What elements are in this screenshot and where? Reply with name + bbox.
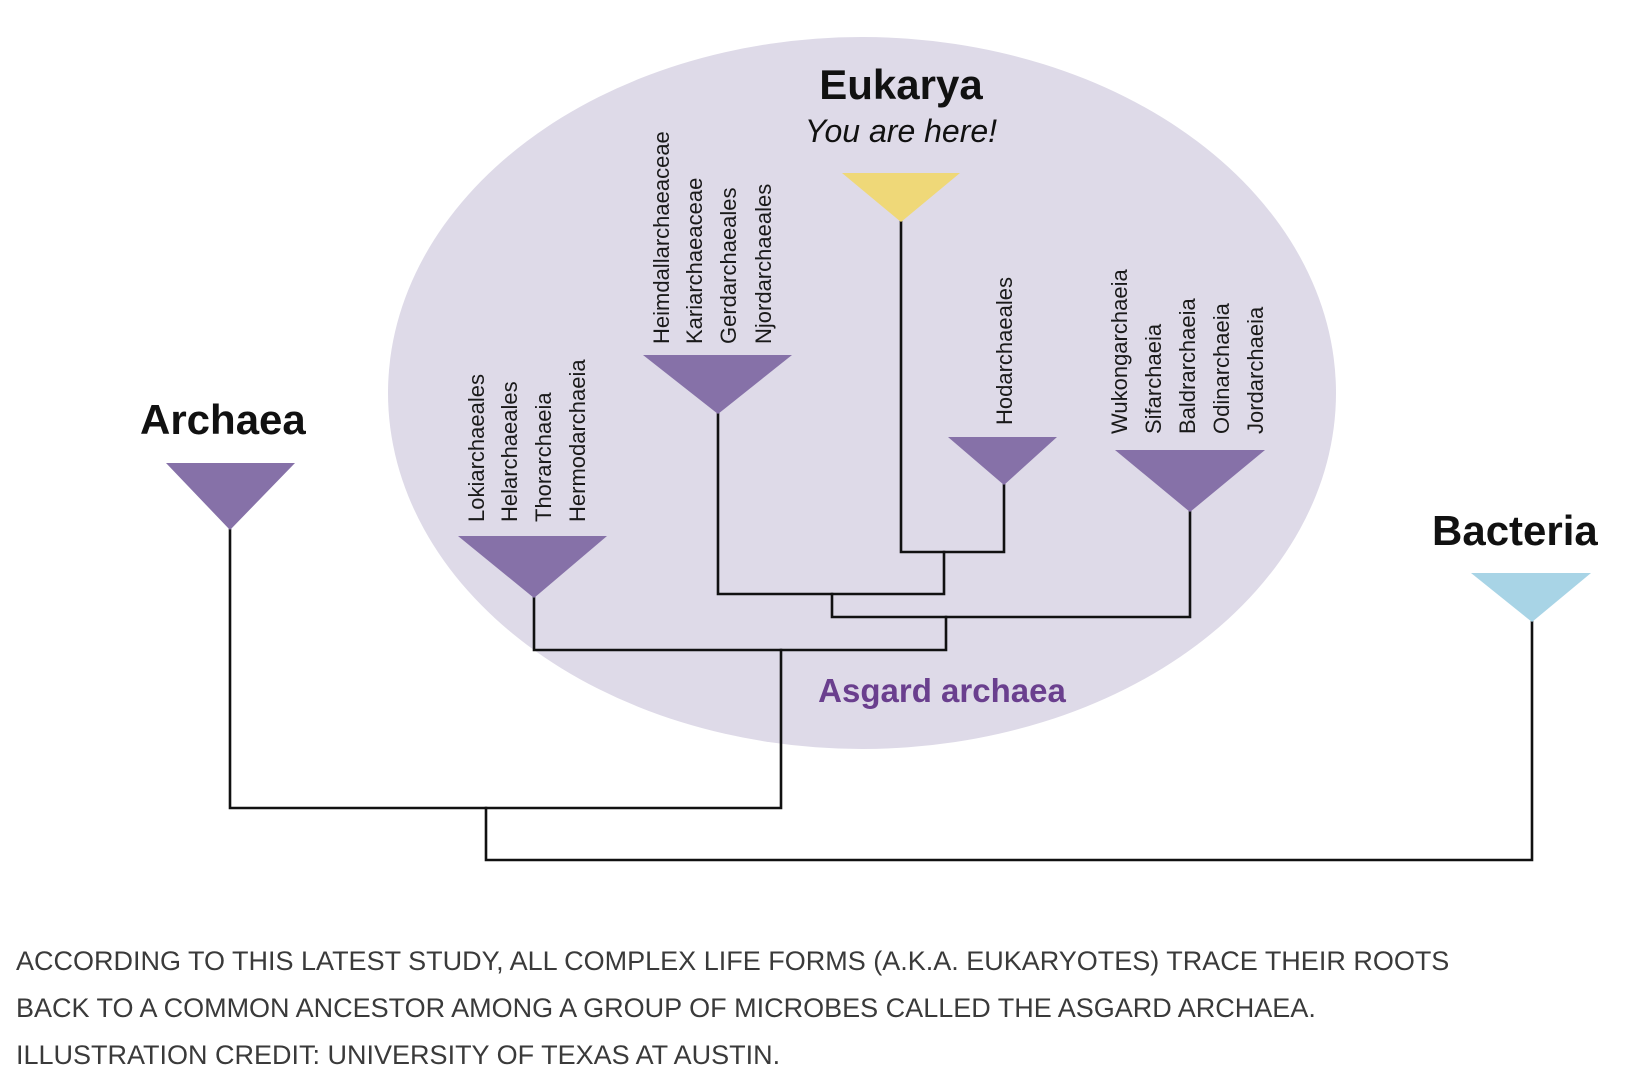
taxon-label: Thorarchaeia xyxy=(531,392,556,522)
taxon-label: Helarchaeales xyxy=(497,381,522,522)
loki-group-triangle xyxy=(458,536,607,598)
taxon-label: Gerdarchaeales xyxy=(716,187,741,344)
bacteria-triangle xyxy=(1471,573,1591,622)
eukarya-triangle xyxy=(842,173,960,222)
taxon-label: Jordarchaeia xyxy=(1243,306,1268,434)
taxon-label: Odinarchaeia xyxy=(1209,302,1234,434)
asgard-archaea-label: Asgard archaea xyxy=(818,672,1066,709)
heimdall-group-triangle xyxy=(643,355,792,414)
taxon-label: Njordarchaeales xyxy=(751,184,776,344)
hod-group-triangle xyxy=(948,437,1057,485)
taxon-label: Lokiarchaeales xyxy=(464,374,489,522)
branch-eukarya-hod xyxy=(899,220,1006,554)
caption-line: ILLUSTRATION CREDIT: UNIVERSITY OF TEXAS… xyxy=(16,1040,781,1070)
taxa-hod-group: Hodarchaeales xyxy=(992,277,1017,425)
branch-root xyxy=(484,620,1534,862)
taxon-label: Wukongarchaeia xyxy=(1107,269,1132,434)
eukarya-subtitle: You are here! xyxy=(805,113,997,149)
archaea-label: Archaea xyxy=(140,396,306,443)
taxon-label: Sifarchaeia xyxy=(1141,323,1166,434)
taxon-label: Hodarchaeales xyxy=(992,277,1017,425)
branch-loki-rest xyxy=(532,596,948,652)
taxon-label: Kariarchaeaceae xyxy=(682,178,707,344)
wukong-group-triangle xyxy=(1115,450,1265,512)
tree-branches xyxy=(228,220,1534,862)
branch-heimdall-wukong xyxy=(830,510,1192,619)
archaea-triangle xyxy=(166,463,295,530)
asgard-ellipse xyxy=(388,37,1336,749)
taxa-wukong-group: Wukongarchaeia Sifarchaeia Baldrarchaeia… xyxy=(1107,269,1268,434)
eukarya-label: Eukarya xyxy=(819,61,983,108)
taxon-label: Heimdallarchaeaceae xyxy=(649,131,674,344)
phylogenetic-tree: Archaea Bacteria Eukarya You are here! A… xyxy=(140,37,1598,862)
taxa-loki-group: Lokiarchaeales Helarchaeales Thorarchaei… xyxy=(464,359,590,522)
taxon-label: Baldrarchaeia xyxy=(1175,297,1200,434)
figure-caption: ACCORDING TO THIS LATEST STUDY, ALL COMP… xyxy=(16,938,1626,1079)
caption-line: BACK TO A COMMON ANCESTOR AMONG A GROUP … xyxy=(16,993,1316,1023)
branch-archaea-asgard xyxy=(228,528,783,810)
bacteria-label: Bacteria xyxy=(1432,507,1598,554)
taxa-heimdall-group: Heimdallarchaeaceae Kariarchaeaceae Gerd… xyxy=(649,131,776,344)
caption-line: ACCORDING TO THIS LATEST STUDY, ALL COMP… xyxy=(16,946,1450,976)
taxon-label: Hermodarchaeia xyxy=(565,359,590,522)
